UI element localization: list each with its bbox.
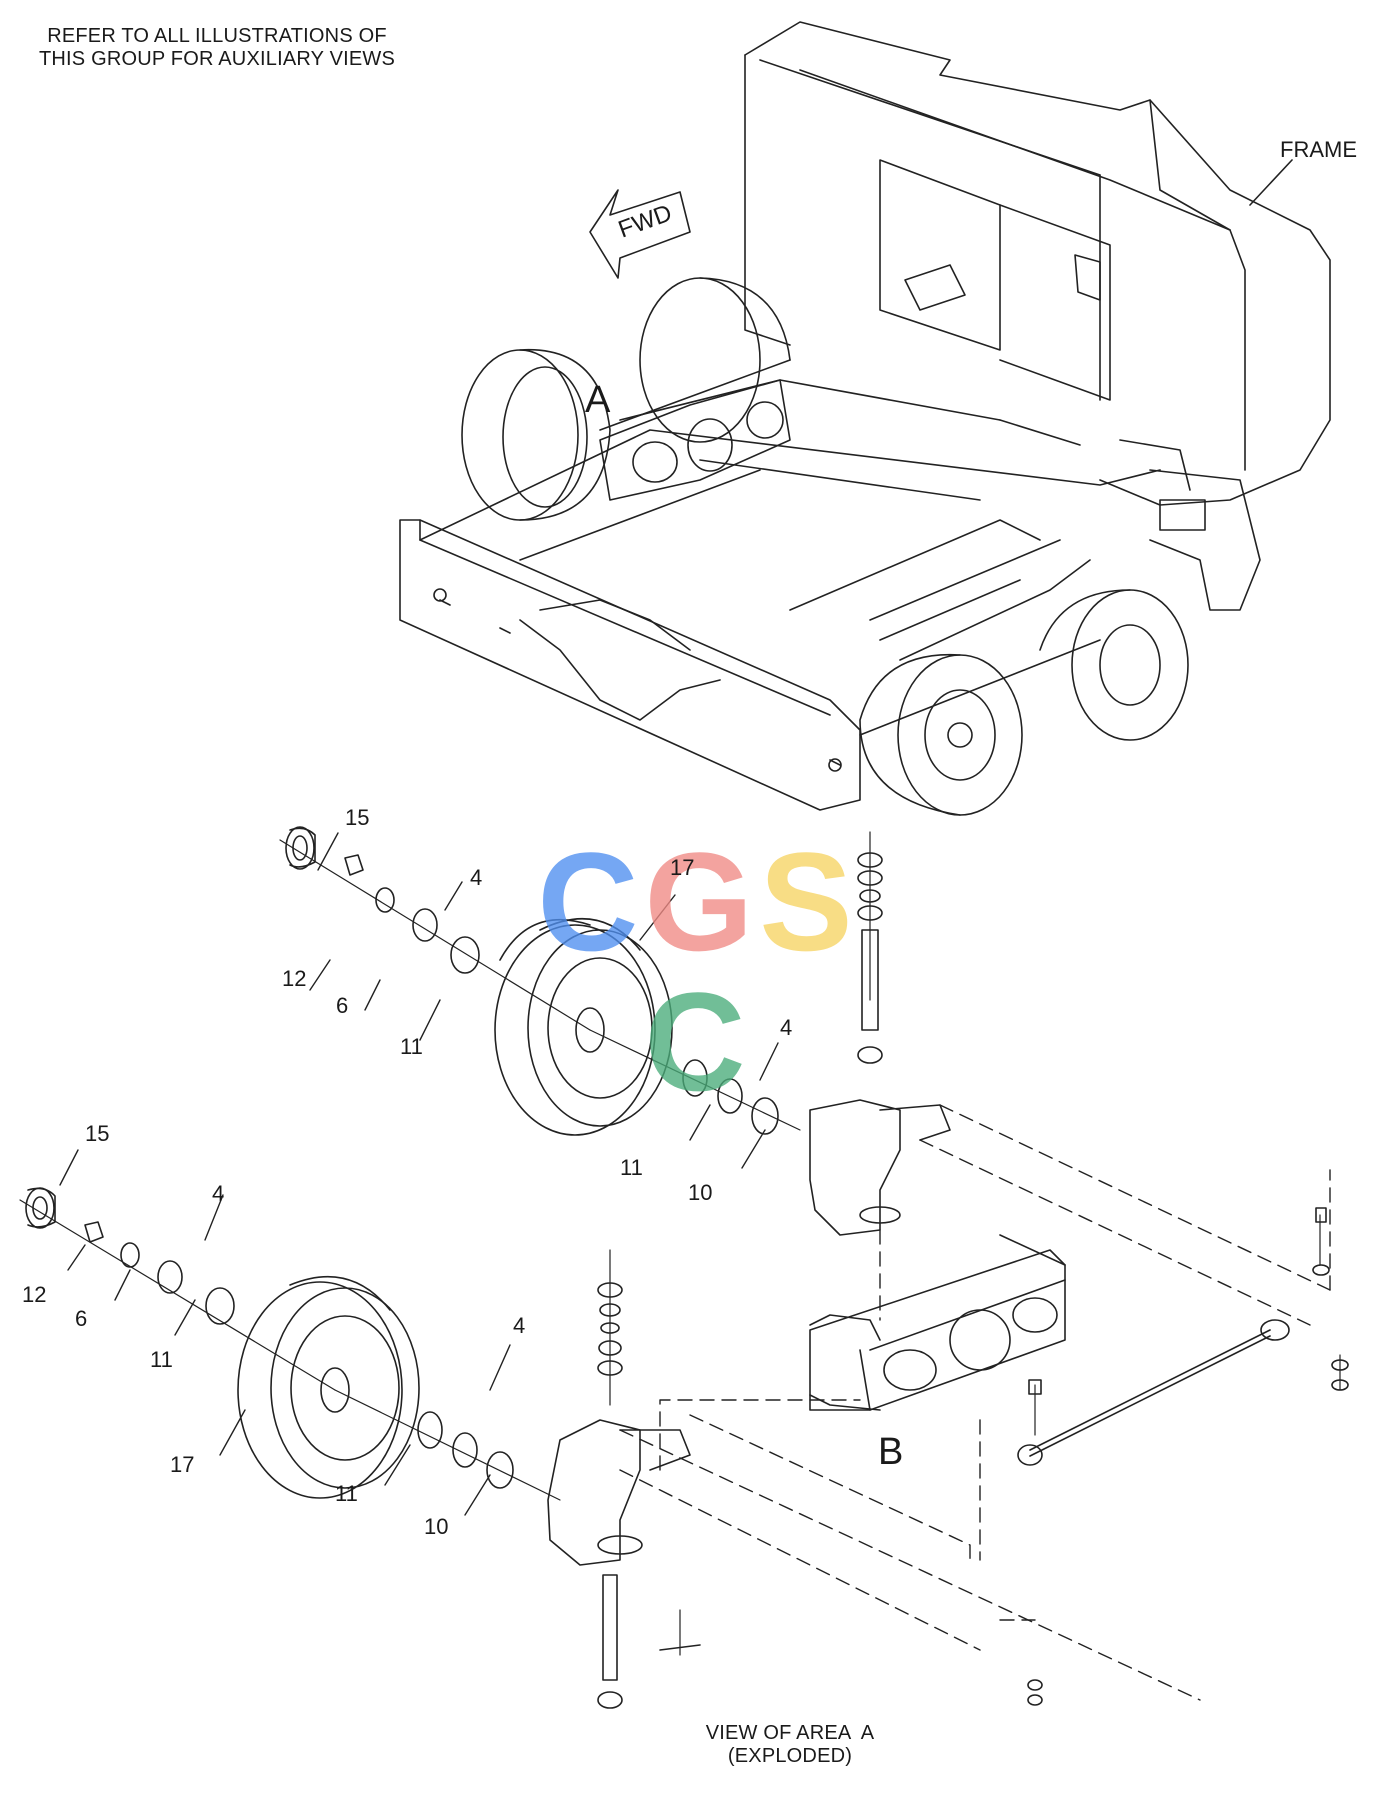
callout-upper-11b: 11 [620,1155,643,1180]
callout-upper-4b: 4 [780,1015,793,1040]
axle-beam [809,1234,1066,1411]
footer-caption-line-1: VIEW OF AREA A [705,1722,875,1744]
machine-frame [399,21,1331,811]
watermark-letter-c2: C [644,963,752,1120]
cgsc-watermark: CGSC [488,832,908,1112]
footer-caption-line-2: (EXPLODED) [727,1745,853,1767]
frame-leader-line [1249,159,1293,206]
callout-upper-10: 10 [688,1180,713,1205]
header-note: REFER TO ALL ILLUSTRATIONS OF THIS GROUP… [22,25,412,71]
area-a-label: A [585,379,611,421]
tie-rod [1017,1207,1349,1466]
callout-lower-11b: 11 [335,1481,358,1506]
header-note-line-1: REFER TO ALL ILLUSTRATIONS OF [47,25,387,47]
callout-lower-15: 15 [85,1121,110,1146]
callout-lower-17: 17 [170,1452,195,1477]
callout-lower-12: 12 [22,1282,47,1307]
area-b-label: B [878,1431,904,1473]
assembly-dashed-lines [619,1104,1331,1701]
callout-lower-10: 10 [424,1514,449,1539]
callout-lower-11a: 11 [150,1347,173,1372]
callout-upper-11a: 11 [400,1034,423,1059]
watermark-letter-s: S [759,823,859,980]
callout-lower-6: 6 [75,1306,88,1331]
callout-lower-4a: 4 [212,1181,225,1206]
callout-upper-17: 17 [670,855,695,880]
footer-caption: VIEW OF AREA A (EXPLODED) [640,1722,940,1768]
frame-label: FRAME [1280,137,1357,162]
callout-upper-4a: 4 [470,865,483,890]
lower-exploded-wheel [19,1187,1043,1709]
callout-upper-15: 15 [345,805,370,830]
callout-leaders [59,832,779,1516]
watermark-letter-c1: C [537,823,645,980]
upper-exploded-wheel [279,826,951,1236]
upper-right-wheel-pair [859,539,1189,816]
watermark-letter-g: G [644,823,760,980]
callout-upper-12: 12 [282,966,307,991]
fwd-arrow [589,189,691,279]
callout-lower-4b: 4 [513,1313,526,1338]
callout-upper-6: 6 [336,993,349,1018]
upper-left-wheel-pair [461,277,791,521]
header-note-line-2: THIS GROUP FOR AUXILIARY VIEWS [38,48,396,70]
